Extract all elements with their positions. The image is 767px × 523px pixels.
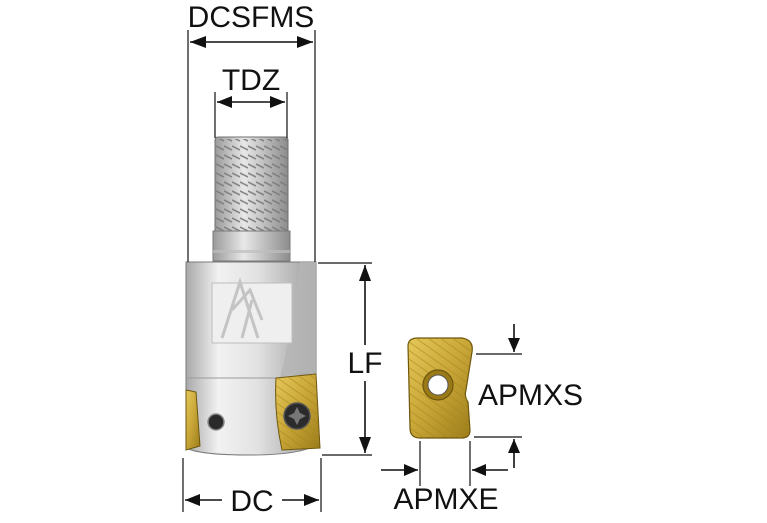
- dc-label: DC: [230, 485, 273, 518]
- apmxs-dimension: APMXS: [474, 324, 583, 468]
- shank-neck: [212, 230, 291, 262]
- left-insert: [185, 389, 201, 451]
- insert-detail: [407, 337, 473, 439]
- logo-mark-icon: [220, 277, 264, 339]
- lf-label: LF: [347, 347, 382, 380]
- coolant-hole-icon: [207, 413, 225, 431]
- dcsfms-label: DCSFMS: [188, 1, 315, 34]
- tdz-dimension: TDZ: [214, 64, 288, 138]
- lf-dimension: LF: [318, 262, 387, 456]
- dc-dimension: DC: [182, 458, 322, 518]
- apmxs-label: APMXS: [478, 379, 583, 412]
- chip-flute: [280, 262, 316, 378]
- apmxe-label: APMXE: [393, 483, 498, 516]
- thread-pattern: [215, 139, 288, 231]
- tdz-label: TDZ: [222, 64, 280, 97]
- dcsfms-dimension: DCSFMS: [187, 1, 316, 262]
- cutter-body: [185, 136, 321, 456]
- apmxe-dimension: APMXE: [381, 441, 508, 516]
